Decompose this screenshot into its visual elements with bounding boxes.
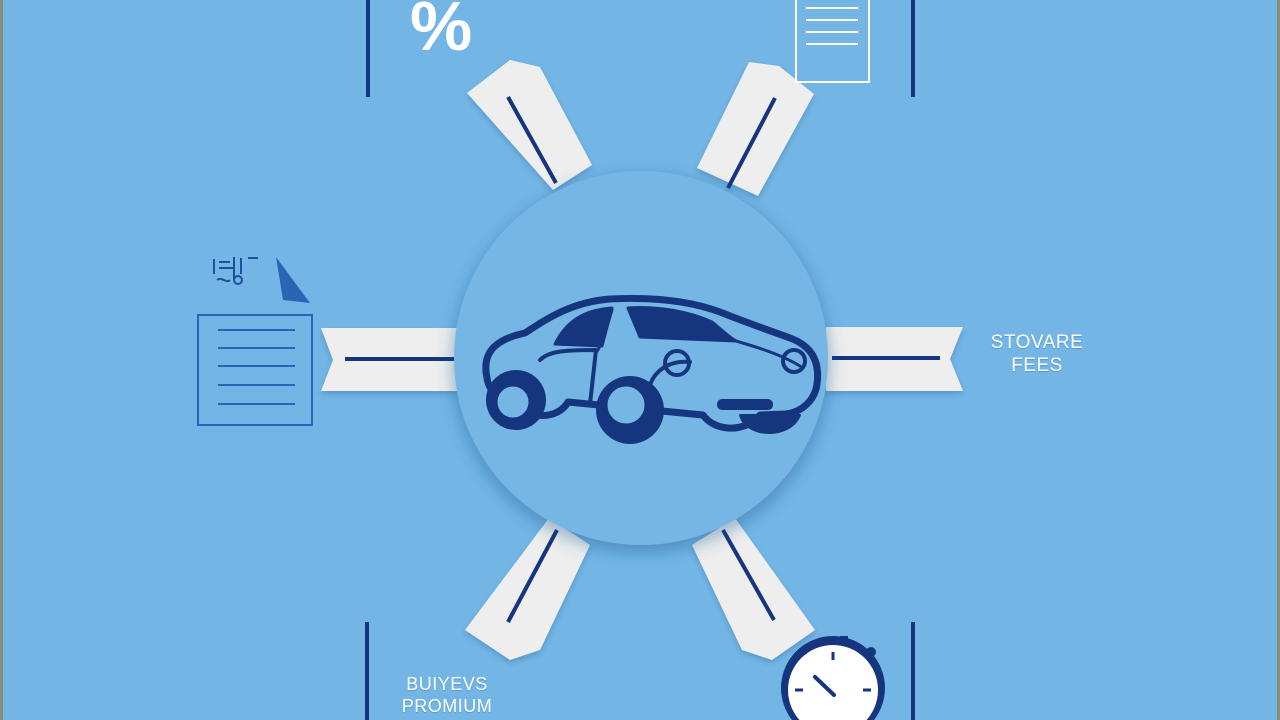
spoke-top-right [697, 62, 814, 196]
scribble-marks [213, 257, 258, 285]
document-icon-left [197, 257, 313, 426]
spoke-left [321, 328, 460, 391]
spoke-top-left [467, 60, 592, 190]
spoke-right [826, 327, 963, 391]
percent-icon: % [410, 0, 473, 65]
spoke-bottom-left [465, 518, 590, 660]
node-label-right-line2: FEES [1011, 354, 1063, 376]
stopwatch-icon [781, 636, 885, 720]
left-edge-border [0, 0, 3, 720]
car-icon [482, 294, 822, 444]
document-icon-top-right [795, 0, 870, 83]
node-label-bottom-left-line2: PROMIUM [401, 695, 493, 716]
right-edge-border [1277, 0, 1280, 720]
node-label-bottom-left: BUIYEVS PROMIUM [382, 674, 512, 717]
frame-lines [365, 0, 915, 720]
node-label-right: STOVARE FEES [972, 332, 1102, 378]
spokes [321, 60, 963, 660]
node-label-right-line1: STOVARE [990, 332, 1084, 353]
node-label-bottom-left-line1: BUIYEVS [406, 674, 488, 694]
spoke-bottom-right [692, 518, 815, 660]
